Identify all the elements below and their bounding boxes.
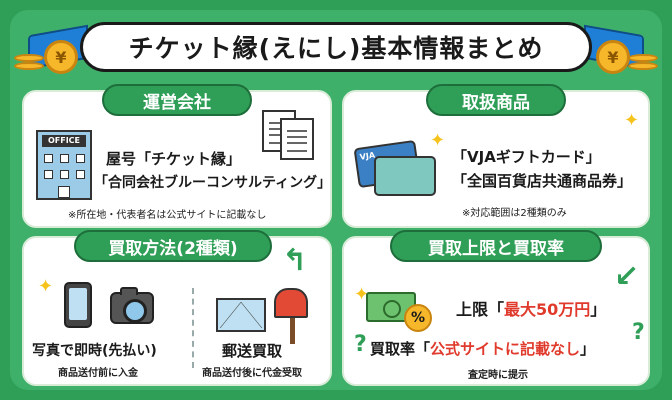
sparkle-icon: ✦ (430, 130, 446, 151)
products-panel: 取扱商品 VJA ✦ ✦ 「VJAギフトカード」 「全国百貨店共通商品券」 ※対… (342, 84, 650, 228)
method-photo-note: 商品送付前に入金 (58, 368, 138, 379)
limits-heading: 買取上限と買取率 (390, 230, 602, 262)
curved-arrow-icon: ↰ (282, 243, 308, 278)
limits-panel: 買取上限と買取率 ↙ ✦ % 上限「最大50万円」 ? ? 買取率「公式サイトに… (342, 230, 650, 386)
coin-stack-icon (628, 62, 658, 70)
sparkle-icon: ✦ (38, 276, 54, 297)
product-department-store: 「全国百貨店共通商品券」 (452, 172, 633, 190)
question-mark-icon: ? (632, 320, 645, 345)
purchase-limit: 上限「最大50万円」 (456, 300, 607, 319)
envelope-icon (216, 298, 266, 332)
purchase-rate: 買取率「公式サイトに記載なし」 (370, 340, 596, 358)
method-mail-note: 商品送付後に代金受取 (202, 368, 302, 379)
company-panel: 運営会社 OFFICE 屋号「チケット縁」 「合同会社ブルーコンサルティング」 … (22, 84, 332, 228)
coin-stack-icon (628, 54, 658, 62)
coin-stack-icon (14, 62, 44, 70)
sparkle-icon: ✦ (624, 110, 640, 131)
yen-coin-icon: ¥ (44, 40, 78, 74)
smartphone-icon (64, 282, 92, 328)
method-mail-title: 郵送買取 (222, 342, 283, 360)
method-photo-title: 写真で即時(先払い) (32, 343, 157, 359)
coin-stack-icon (14, 54, 44, 62)
limits-note: 査定時に提示 (468, 370, 528, 381)
purchase-rate-value: 公式サイトに記載なし (430, 340, 581, 358)
camera-icon (110, 287, 154, 324)
mailbox-icon (274, 288, 308, 344)
company-note: ※所在地・代表者名は公式サイトに記載なし (68, 210, 267, 221)
products-heading: 取扱商品 (426, 84, 566, 116)
company-legal-name: 「合同会社ブルーコンサルティング」 (94, 175, 332, 191)
method-divider (192, 288, 194, 368)
yen-coin-icon: ¥ (596, 40, 630, 74)
curved-arrow-icon: ↙ (614, 259, 640, 294)
page-title: チケット縁(えにし)基本情報まとめ (80, 22, 592, 72)
office-sign: OFFICE (42, 135, 86, 147)
products-note: ※対応範囲は2種類のみ (462, 208, 567, 219)
percent-coin-icon: % (404, 304, 432, 332)
company-trade-name: 屋号「チケット縁」 (106, 150, 242, 168)
office-building-icon: OFFICE (36, 130, 92, 200)
product-vja: 「VJAギフトカード」 (452, 148, 601, 166)
question-mark-icon: ? (354, 332, 367, 357)
purchase-limit-value: 最大50万円 (504, 300, 591, 319)
company-heading: 運営会社 (102, 84, 252, 116)
document-icon (280, 118, 314, 160)
methods-heading: 買取方法(2種類) (74, 230, 272, 262)
methods-panel: 買取方法(2種類) ↰ ✦ 写真で即時(先払い) 商品送付前に入金 郵送買取 商… (22, 230, 332, 386)
sparkle-icon: ✦ (354, 284, 370, 305)
gift-certificate-icon (374, 156, 436, 196)
